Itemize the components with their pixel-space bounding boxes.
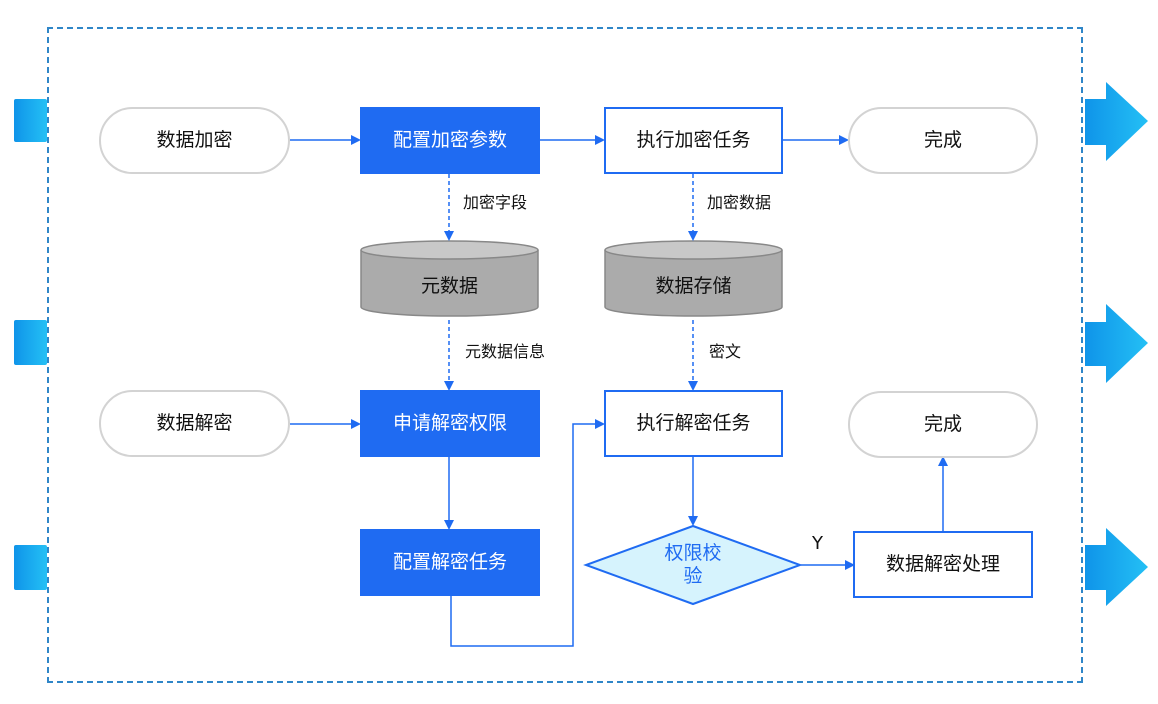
permission-check-label: 权限校 验 — [664, 542, 722, 587]
exec-decrypt-task-node: 执行解密任务 — [604, 390, 783, 457]
metadata-database — [360, 240, 539, 317]
data-storage-label: 数据存储 — [655, 274, 732, 297]
decrypt-start-node: 数据解密 — [99, 390, 290, 457]
exec-encrypt-task-node: 执行加密任务 — [604, 107, 783, 174]
edge-label-encrypted-data: 加密数据 — [707, 193, 772, 212]
diagram-frame — [47, 27, 1083, 683]
done-top-node: 完成 — [848, 107, 1038, 174]
edge-label-ciphertext: 密文 — [709, 342, 742, 361]
config-decrypt-task-node: 配置解密任务 — [360, 529, 540, 596]
decrypt-processing-node: 数据解密处理 — [853, 531, 1033, 598]
edge-label-yes: Y — [812, 533, 823, 554]
left-marker-top — [14, 99, 47, 142]
right-arrow-middle — [1085, 304, 1148, 383]
edge-label-metadata-info: 元数据信息 — [465, 342, 546, 361]
right-arrow-top — [1085, 82, 1148, 161]
edge-label-encrypt-fields: 加密字段 — [463, 193, 528, 212]
encrypt-start-node: 数据加密 — [99, 107, 290, 174]
data-storage-database — [604, 240, 783, 317]
config-encrypt-params-node: 配置加密参数 — [360, 107, 540, 174]
apply-decrypt-permission-node: 申请解密权限 — [360, 390, 540, 457]
metadata-label: 元数据 — [420, 274, 478, 297]
edge-config-decrypt-to-execute — [450, 419, 605, 647]
left-marker-bottom — [14, 545, 47, 590]
left-marker-middle — [14, 320, 47, 365]
right-arrow-bottom — [1085, 528, 1148, 606]
permission-check-diamond — [583, 524, 803, 606]
done-bottom-node: 完成 — [848, 391, 1038, 458]
